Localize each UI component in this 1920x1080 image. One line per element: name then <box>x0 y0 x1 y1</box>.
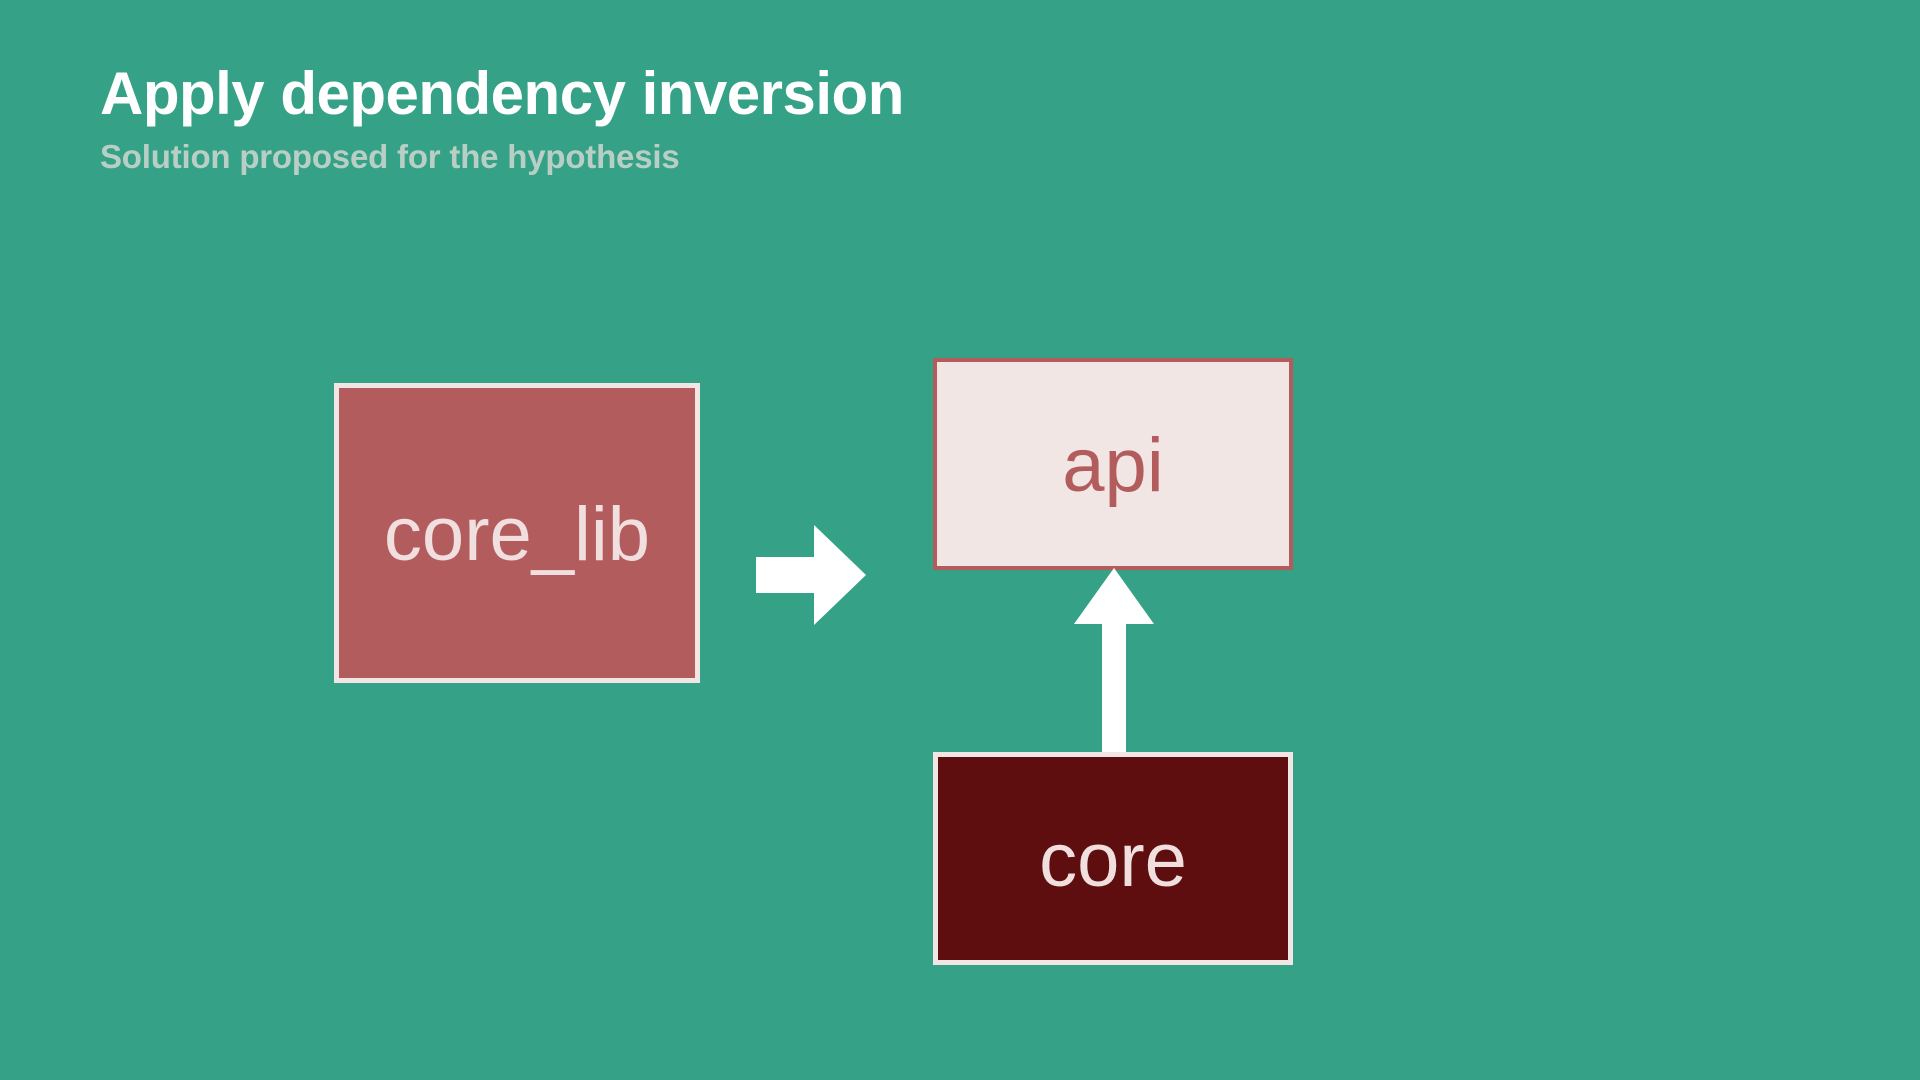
diagram-node-api-label: api <box>1062 423 1164 508</box>
arrow-right-icon <box>756 525 866 625</box>
page-subtitle: Solution proposed for the hypothesis <box>100 137 680 175</box>
slide-header: Apply dependency inversion Solution prop… <box>100 60 1500 175</box>
arrow-up-icon <box>1074 568 1154 758</box>
diagram-node-core-lib[interactable]: core_lib <box>334 383 700 683</box>
diagram-node-api[interactable]: api <box>933 358 1293 570</box>
diagram-node-core-lib-label: core_lib <box>383 492 651 577</box>
page-title: Apply dependency inversion <box>100 60 904 127</box>
diagram-node-core-label: core <box>1039 817 1187 903</box>
diagram-node-core[interactable]: core <box>933 752 1293 965</box>
